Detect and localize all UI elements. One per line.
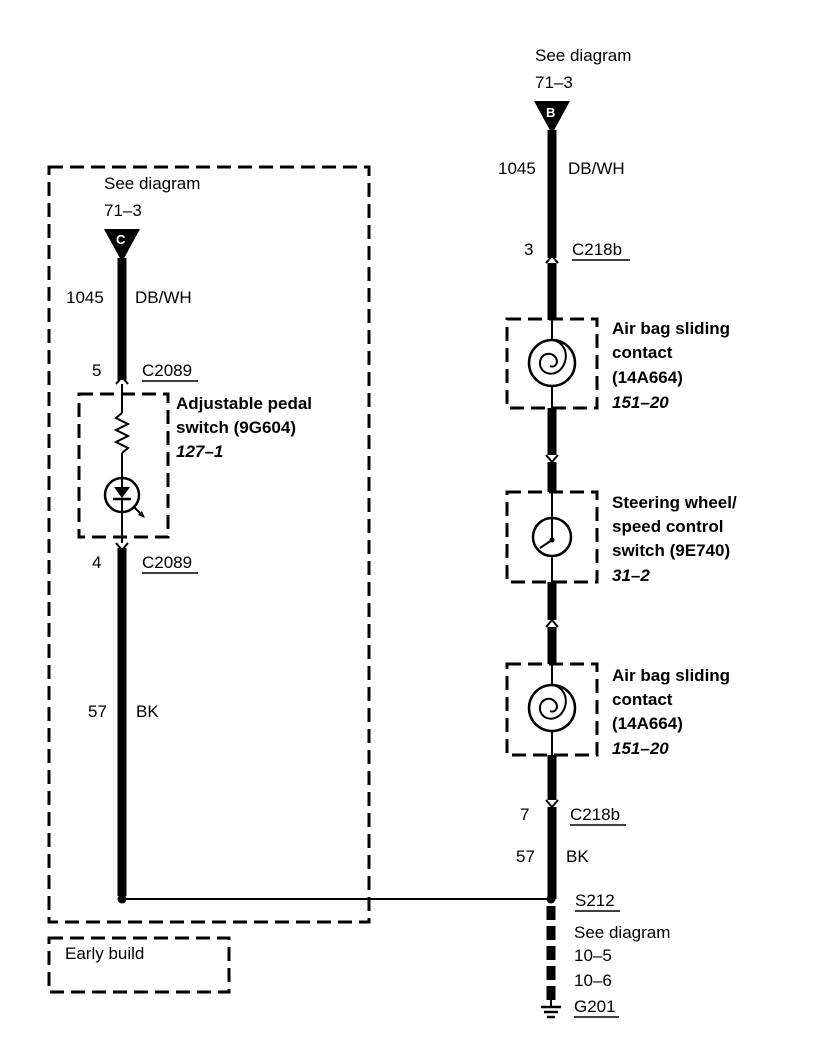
- left-wire-bottom-color: BK: [136, 702, 159, 721]
- right-see-diagram: See diagram: [535, 46, 631, 65]
- adjustable-pedal-switch-box: [77, 392, 170, 539]
- resistor-icon: [113, 412, 131, 454]
- right-pin-top: 3: [524, 240, 533, 259]
- right-connector-bottom: C218b: [570, 805, 620, 824]
- right-seg2-arrow-icon: [545, 454, 559, 464]
- pedal-switch-name-line1: Adjustable pedal: [176, 394, 312, 413]
- right-wire-top-number: 1045: [498, 159, 536, 178]
- right-pin-bottom: 7: [520, 805, 529, 824]
- right-wire-bottom-color: BK: [566, 847, 589, 866]
- ground-symbol-icon: [541, 1000, 561, 1019]
- early-build-label: Early build: [65, 944, 144, 963]
- left-pin-bottom: 4: [92, 553, 101, 572]
- left-connector-top: C2089: [142, 361, 192, 380]
- steering-switch-icon: [531, 516, 573, 558]
- clockspring-2-icon: [527, 683, 577, 733]
- left-see-diagram-ref: 71–3: [104, 201, 142, 220]
- right-wire-top-color: DB/WH: [568, 159, 625, 178]
- splice-label: S212: [575, 891, 615, 910]
- right-wire-bottom-number: 57: [516, 847, 535, 866]
- component1-name-line3: (14A664): [612, 368, 683, 387]
- component3-ref: 151–20: [612, 739, 669, 758]
- right-top-pin-arrow-icon: [545, 254, 559, 264]
- left-connector-bottom: C2089: [142, 553, 192, 572]
- pedal-switch-sensor-icon: [103, 476, 145, 518]
- right-see-diagram-ref: 71–3: [535, 73, 573, 92]
- right-bottom-pin-arrow-icon: [545, 799, 559, 809]
- ground-ref2: 10–6: [574, 971, 612, 990]
- component2-name-line1: Steering wheel/: [612, 493, 737, 512]
- component1-name-line1: Air bag sliding: [612, 319, 730, 338]
- pedal-switch-ref: 127–1: [176, 442, 223, 461]
- right-connector-top: C218b: [572, 240, 622, 259]
- left-top-pin-arrow-icon: [115, 375, 129, 385]
- component3-name-line3: (14A664): [612, 714, 683, 733]
- ground-label: G201: [574, 997, 616, 1016]
- right-connector-letter: B: [546, 105, 555, 120]
- left-connector-c-icon: C: [104, 229, 140, 262]
- left-pin-top: 5: [92, 361, 101, 380]
- left-connector-letter: C: [116, 232, 126, 247]
- component3-name-line1: Air bag sliding: [612, 666, 730, 685]
- component2-name-line3: switch (9E740): [612, 541, 730, 560]
- ground-ref1: 10–5: [574, 946, 612, 965]
- splice-s212-dot: [546, 894, 556, 904]
- early-build-label-box: [47, 936, 231, 994]
- pedal-switch-name-line2: switch (9G604): [176, 418, 296, 437]
- ground-see-diagram: See diagram: [574, 923, 670, 942]
- component3-name-line2: contact: [612, 690, 673, 709]
- left-see-diagram: See diagram: [104, 174, 200, 193]
- right-connector-b-icon: B: [534, 101, 570, 134]
- early-build-boundary: [47, 165, 371, 924]
- right-seg3-arrow-icon: [545, 618, 559, 628]
- component2-ref: 31–2: [612, 566, 650, 585]
- component1-name-line2: contact: [612, 343, 673, 362]
- left-wire-top-number: 1045: [66, 288, 104, 307]
- left-wire-top-color: DB/WH: [135, 288, 192, 307]
- component1-ref: 151–20: [612, 393, 669, 412]
- clockspring-1-icon: [527, 338, 577, 388]
- component2-name-line2: speed control: [612, 517, 723, 536]
- left-wire-bottom-number: 57: [88, 702, 107, 721]
